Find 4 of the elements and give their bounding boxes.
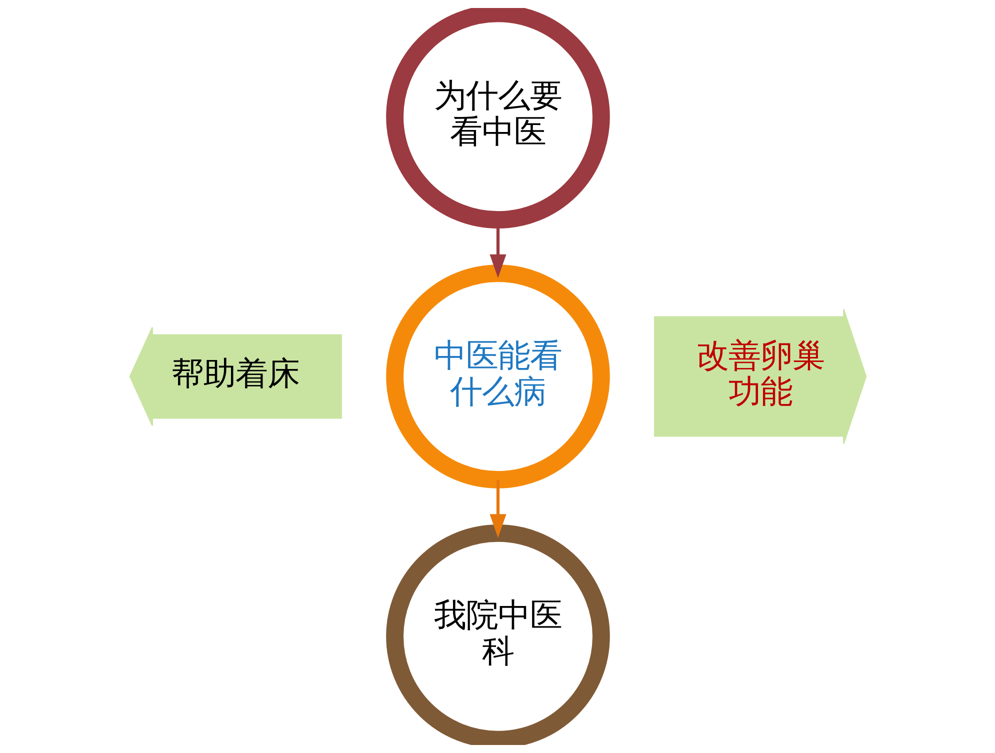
node-circle: 我院中医科 [386,524,610,745]
node-circle: 中医能看什么病 [386,264,610,488]
arrow [489,480,506,538]
node-circle: 为什么要看中医 [386,8,610,229]
